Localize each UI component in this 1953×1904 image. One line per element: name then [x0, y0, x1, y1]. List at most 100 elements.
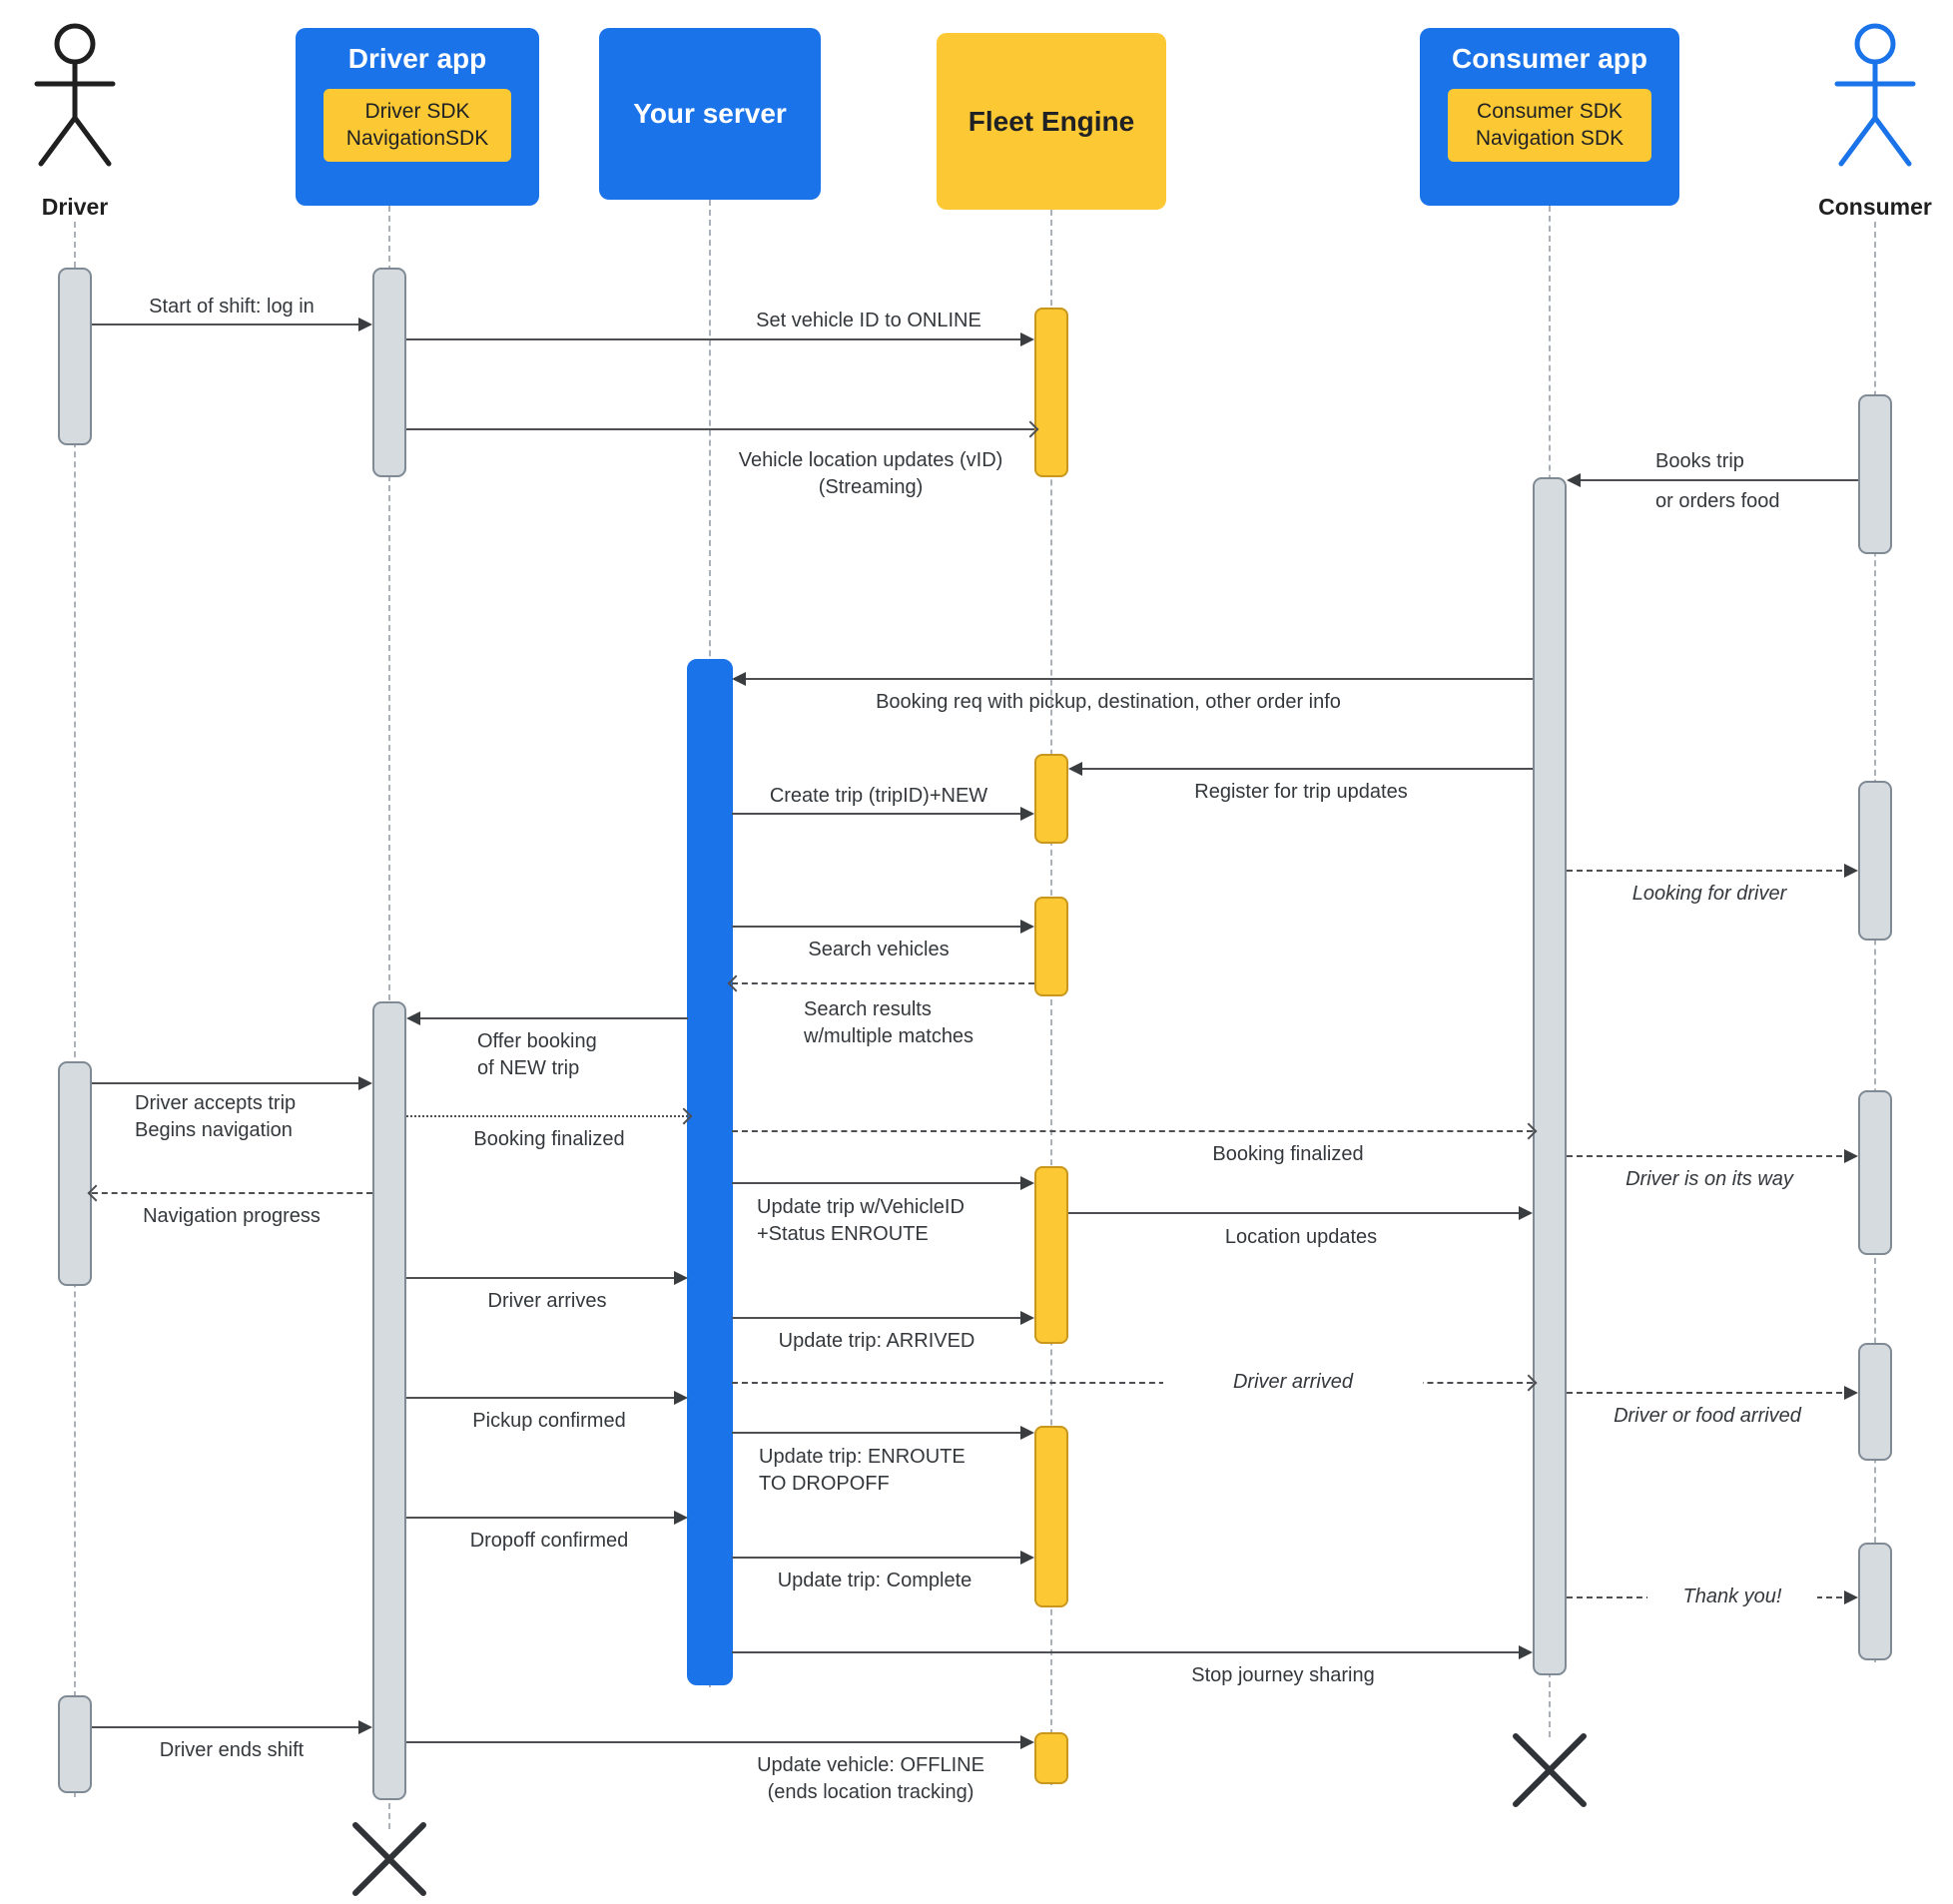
arrow-line — [92, 1192, 372, 1194]
activation-fleet-engine-6 — [1034, 1732, 1068, 1784]
activation-driver-app-1 — [372, 268, 406, 477]
label-update-trip-dropoff: Update trip: ENROUTE TO DROPOFF — [759, 1446, 966, 1495]
arrow-driver-food-arrived — [1567, 1385, 1858, 1401]
arrow-update-vehicle-offline — [406, 1734, 1034, 1750]
arrowhead-icon — [1519, 1206, 1533, 1220]
arrow-line — [732, 926, 1028, 928]
label-login: Start of shift: log in — [149, 296, 315, 317]
activation-consumer-4 — [1858, 1343, 1892, 1461]
label-location-stream: Vehicle location updates (vID) (Streamin… — [738, 449, 1003, 498]
activation-driver-2 — [58, 1061, 92, 1286]
arrow-line — [406, 1741, 1028, 1743]
label-driver-arrived: Driver arrived — [1163, 1369, 1423, 1396]
arrowhead-icon — [1567, 473, 1581, 487]
driver-sdk-box: Driver SDK NavigationSDK — [324, 89, 511, 162]
arrow-line — [92, 1726, 366, 1728]
arrow-line — [406, 1517, 682, 1519]
arrow-register-updates — [1068, 761, 1533, 777]
label-driver-accepts: Driver accepts trip Begins navigation — [135, 1092, 297, 1141]
arrow-line — [732, 1382, 1533, 1384]
arrow-looking-for-driver — [1567, 863, 1858, 879]
arrow-update-trip-dropoff — [732, 1425, 1034, 1441]
participant-fleet-engine: Fleet Engine — [937, 33, 1166, 210]
arrowhead-icon — [1020, 1551, 1034, 1565]
label-driver-food-arrived: Driver or food arrived — [1614, 1405, 1801, 1427]
arrow-driver-ends-shift — [92, 1719, 372, 1735]
arrow-search-vehicles — [732, 919, 1034, 935]
activation-driver-1 — [58, 268, 92, 445]
label-update-trip-enroute: Update trip w/VehicleID +Status ENROUTE — [757, 1196, 965, 1245]
terminate-consumer-app-icon — [1513, 1733, 1587, 1807]
arrow-line — [406, 1115, 688, 1117]
activation-fleet-engine-1 — [1034, 308, 1068, 477]
activation-driver-app-2 — [372, 1001, 406, 1800]
arrow-navigation-progress — [87, 1184, 372, 1202]
label-booking-finalized-left: Booking finalized — [473, 1128, 625, 1150]
label-stop-journey: Stop journey sharing — [1191, 1664, 1375, 1686]
label-books-trip: Books trip or orders food — [1655, 450, 1780, 512]
label-booking-req: Booking req with pickup, destination, ot… — [876, 691, 1341, 713]
activation-driver-3 — [58, 1695, 92, 1793]
consumer-actor-label: Consumer — [1818, 194, 1932, 220]
arrow-pickup-confirmed — [406, 1390, 688, 1406]
label-search-vehicles: Search vehicles — [808, 939, 950, 960]
arrow-line — [1074, 768, 1533, 770]
arrow-search-results — [727, 974, 1034, 992]
arrowhead-icon — [358, 1076, 372, 1090]
activation-consumer-app — [1533, 477, 1567, 1675]
label-register-updates: Register for trip updates — [1194, 781, 1408, 803]
arrow-books-trip — [1567, 472, 1858, 488]
activation-fleet-engine-4 — [1034, 1166, 1068, 1344]
driver-app-title: Driver app — [347, 43, 487, 74]
label-set-online: Set vehicle ID to ONLINE — [756, 310, 981, 331]
arrowhead-icon — [1020, 920, 1034, 934]
arrowhead-icon — [1020, 1176, 1034, 1190]
arrow-line — [1573, 479, 1858, 481]
label-update-vehicle-offline: Update vehicle: OFFLINE (ends location t… — [757, 1754, 984, 1803]
arrow-driver-arrived — [732, 1374, 1538, 1392]
arrow-line — [732, 1432, 1028, 1434]
label-thank-you: Thank you! — [1647, 1584, 1817, 1610]
arrow-stop-journey — [732, 1644, 1533, 1660]
label-driver-arrives: Driver arrives — [487, 1290, 607, 1312]
arrow-create-trip — [732, 806, 1034, 822]
arrowhead-icon — [732, 672, 746, 686]
arrow-line — [406, 428, 1034, 430]
activation-consumer-5 — [1858, 1543, 1892, 1660]
arrow-line — [732, 1182, 1028, 1184]
your-server-title: Your server — [633, 98, 787, 129]
activation-fleet-engine-5 — [1034, 1426, 1068, 1607]
arrowhead-icon — [674, 1271, 688, 1285]
arrowhead-icon — [1068, 762, 1082, 776]
arrow-set-online — [406, 331, 1034, 347]
arrowhead-icon — [1020, 1735, 1034, 1749]
participant-consumer-app: Consumer app Consumer SDK Navigation SDK — [1420, 28, 1679, 206]
arrow-line — [738, 678, 1533, 680]
activation-consumer-2 — [1858, 781, 1892, 941]
arrow-line — [732, 982, 1034, 984]
arrowhead-icon — [674, 1391, 688, 1405]
arrow-line — [1068, 1212, 1527, 1214]
label-driver-on-way: Driver is on its way — [1626, 1168, 1793, 1190]
activation-your-server — [687, 659, 733, 1685]
label-search-results: Search results w/multiple matches — [804, 998, 975, 1047]
arrowhead-icon — [1519, 1645, 1533, 1659]
terminate-driver-app-icon — [352, 1822, 426, 1896]
label-offer-booking: Offer booking of NEW trip — [477, 1030, 597, 1079]
arrowhead-icon — [674, 1511, 688, 1525]
label-navigation-progress: Navigation progress — [143, 1205, 321, 1227]
lifeline-consumer — [1874, 222, 1876, 1662]
driver-actor-label: Driver — [41, 194, 109, 220]
label-create-trip: Create trip (tripID)+NEW — [769, 785, 988, 807]
driver-actor-icon — [34, 23, 116, 167]
activation-consumer-1 — [1858, 394, 1892, 554]
arrowhead-icon — [1844, 1386, 1858, 1400]
consumer-sdk-box: Consumer SDK Navigation SDK — [1448, 89, 1651, 162]
label-booking-finalized-right: Booking finalized — [1212, 1143, 1364, 1165]
arrowhead-icon — [1844, 864, 1858, 878]
label-location-updates: Location updates — [1224, 1226, 1378, 1248]
lifeline-driver — [74, 222, 76, 1797]
arrow-line — [92, 1082, 366, 1084]
arrow-line — [732, 813, 1028, 815]
arrow-line — [406, 1397, 682, 1399]
